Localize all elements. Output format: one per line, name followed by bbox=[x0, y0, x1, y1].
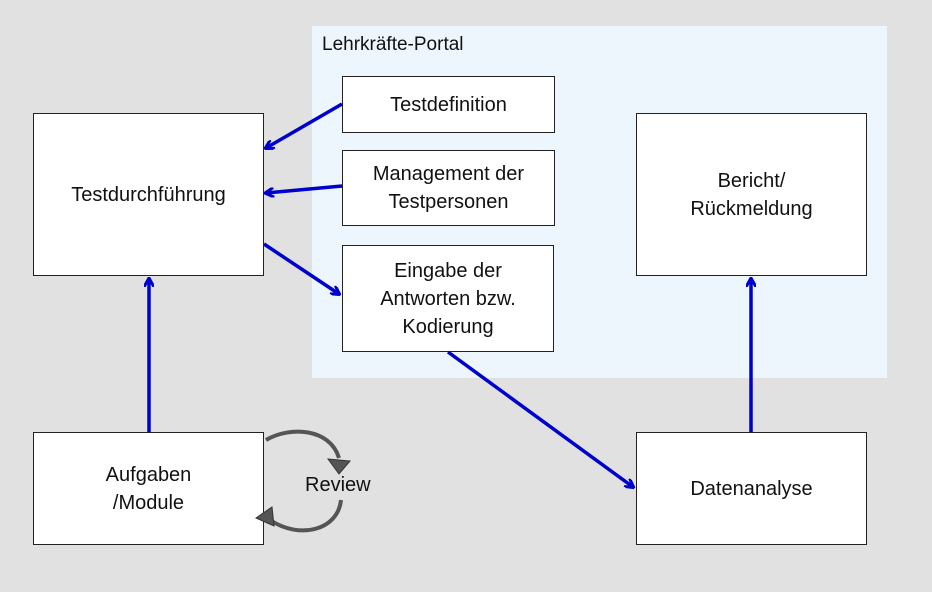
aufgaben-box: Aufgaben /Module bbox=[33, 432, 264, 545]
arrow-testdefinition-to-testdurchfuehrung bbox=[266, 102, 343, 148]
testdurchfuehrung-box: Testdurchführung bbox=[33, 113, 264, 276]
testdefinition-label: Testdefinition bbox=[390, 93, 507, 116]
management-box: Management der Testpersonen bbox=[342, 150, 555, 226]
review-cycle-upper-arc bbox=[264, 429, 341, 459]
eingabe-label-line1: Eingabe der bbox=[394, 259, 502, 282]
bericht-box: Bericht/ Rückmeldung bbox=[636, 113, 867, 276]
review-cycle-upper-head bbox=[326, 458, 352, 475]
arrow-testdurchfuehrung-to-eingabe bbox=[263, 242, 339, 294]
review-label: Review bbox=[305, 474, 371, 496]
testdurchfuehrung-label: Testdurchführung bbox=[71, 183, 226, 206]
management-label-line2: Testpersonen bbox=[388, 191, 509, 213]
eingabe-box: Eingabe der Antworten bzw. Kodierung bbox=[342, 245, 554, 352]
portal-title: Lehrkräfte-Portal bbox=[322, 34, 464, 55]
datenanalyse-box: Datenanalyse bbox=[636, 432, 867, 545]
arrow-management-to-testdurchfuehrung bbox=[266, 184, 343, 193]
bericht-label-line2: Rückmeldung bbox=[690, 197, 813, 220]
review-cycle-icon bbox=[254, 429, 352, 533]
datenanalyse-label: Datenanalyse bbox=[690, 477, 813, 500]
management-label-line1: Management der bbox=[372, 163, 525, 185]
eingabe-label-line2: Antworten bzw. bbox=[380, 287, 516, 310]
aufgaben-label-line1: Aufgaben bbox=[105, 463, 192, 486]
review-cycle-lower-arc bbox=[268, 499, 343, 533]
review-cycle-lower-head bbox=[254, 506, 275, 527]
eingabe-label-line3: Kodierung bbox=[402, 315, 494, 338]
arrow-eingabe-to-datenanalyse bbox=[446, 350, 633, 487]
bericht-label-line1: Bericht/ bbox=[717, 169, 786, 192]
testdefinition-box: Testdefinition bbox=[342, 76, 555, 133]
aufgaben-label-line2: /Module bbox=[112, 491, 185, 514]
